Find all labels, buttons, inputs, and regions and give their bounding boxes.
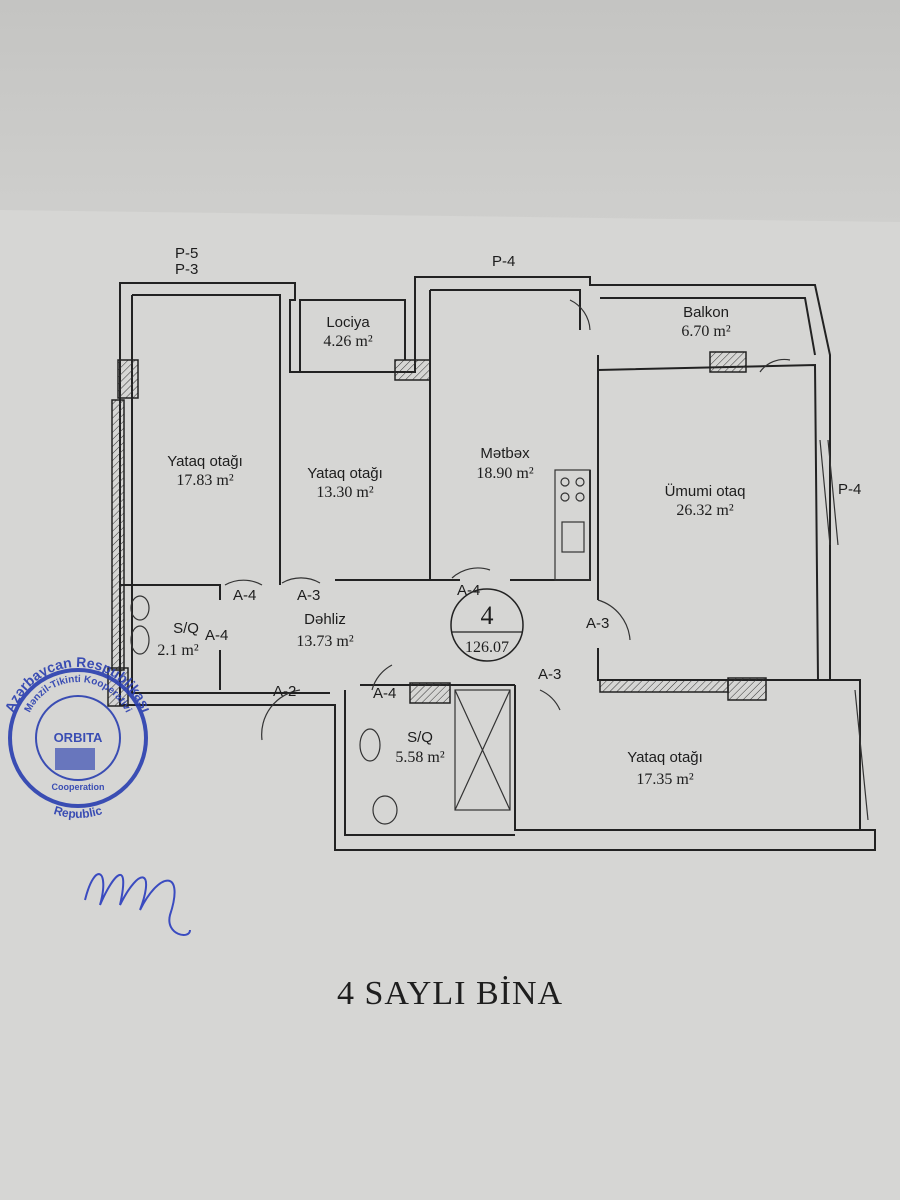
apartment-total-area: 126.07 (465, 639, 509, 656)
room-bedroom-3: Yataq otağı 17.35 m² (627, 749, 703, 788)
marker-p4-right: P-4 (838, 481, 861, 498)
building-title: 4 SAYLI BİNA (336, 975, 564, 1012)
svg-text:Yataq otağı: Yataq otağı (167, 453, 243, 470)
room-lociya: Lociya 4.26 m² (323, 314, 372, 350)
overlapping-page (0, 0, 900, 225)
svg-text:5.58 m²: 5.58 m² (395, 749, 444, 766)
room-bedroom-1: Yataq otağı 17.83 m² (167, 453, 243, 489)
room-bathroom-1: S/Q 2.1 m² (157, 620, 199, 659)
room-balkon: Balkon 6.70 m² (681, 304, 730, 340)
svg-text:17.35 m²: 17.35 m² (636, 771, 693, 788)
svg-text:4.26 m²: 4.26 m² (323, 333, 372, 350)
door-label: A-3 (538, 666, 561, 683)
svg-text:13.73 m²: 13.73 m² (296, 633, 353, 650)
page (0, 210, 900, 1200)
marker-p4-top: P-4 (492, 253, 515, 270)
svg-text:Mətbəx: Mətbəx (480, 445, 530, 462)
svg-text:Yataq otağı: Yataq otağı (307, 465, 383, 482)
svg-text:Lociya: Lociya (326, 314, 370, 331)
svg-text:17.83 m²: 17.83 m² (176, 472, 233, 489)
door-label: A-3 (297, 587, 320, 604)
door-label: A-3 (586, 615, 609, 632)
signature (84, 873, 191, 936)
svg-text:26.32 m²: 26.32 m² (676, 502, 733, 519)
door-label: A-4 (457, 582, 480, 599)
svg-text:Balkon: Balkon (683, 304, 729, 321)
svg-text:Republic: Republic (52, 803, 104, 821)
svg-text:Yataq otağı: Yataq otağı (627, 749, 703, 766)
svg-text:S/Q: S/Q (407, 729, 433, 746)
apartment-badge: 4 126.07 (450, 588, 524, 662)
apartment-number: 4 (481, 601, 494, 630)
room-hallway: Dəhliz 13.73 m² (296, 611, 353, 650)
marker-p3: P-3 (175, 261, 198, 278)
svg-text:Dəhliz: Dəhliz (304, 611, 346, 628)
svg-text:6.70 m²: 6.70 m² (681, 323, 730, 340)
svg-text:S/Q: S/Q (173, 620, 199, 637)
svg-text:13.30 m²: 13.30 m² (316, 484, 373, 501)
svg-text:Ümumi otaq: Ümumi otaq (665, 482, 746, 500)
fixtures (130, 299, 791, 825)
room-living: Ümumi otaq 26.32 m² (665, 482, 746, 519)
marker-p5: P-5 (175, 245, 198, 262)
door-label: A-4 (205, 627, 228, 644)
room-bathroom-2: S/Q 5.58 m² (395, 729, 444, 766)
wall-hatch (107, 351, 767, 707)
svg-text:18.90 m²: 18.90 m² (476, 465, 533, 482)
walls (119, 276, 876, 851)
svg-text:ORBITA: ORBITA (54, 730, 103, 745)
door-label: A-4 (233, 587, 256, 604)
door-label: A-4 (373, 685, 396, 702)
svg-text:2.1 m²: 2.1 m² (157, 642, 198, 659)
door-label: A-2 (273, 683, 296, 700)
svg-text:Cooperation: Cooperation (52, 782, 105, 792)
room-bedroom-2: Yataq otağı 13.30 m² (307, 465, 383, 501)
room-kitchen: Mətbəx 18.90 m² (476, 445, 533, 482)
